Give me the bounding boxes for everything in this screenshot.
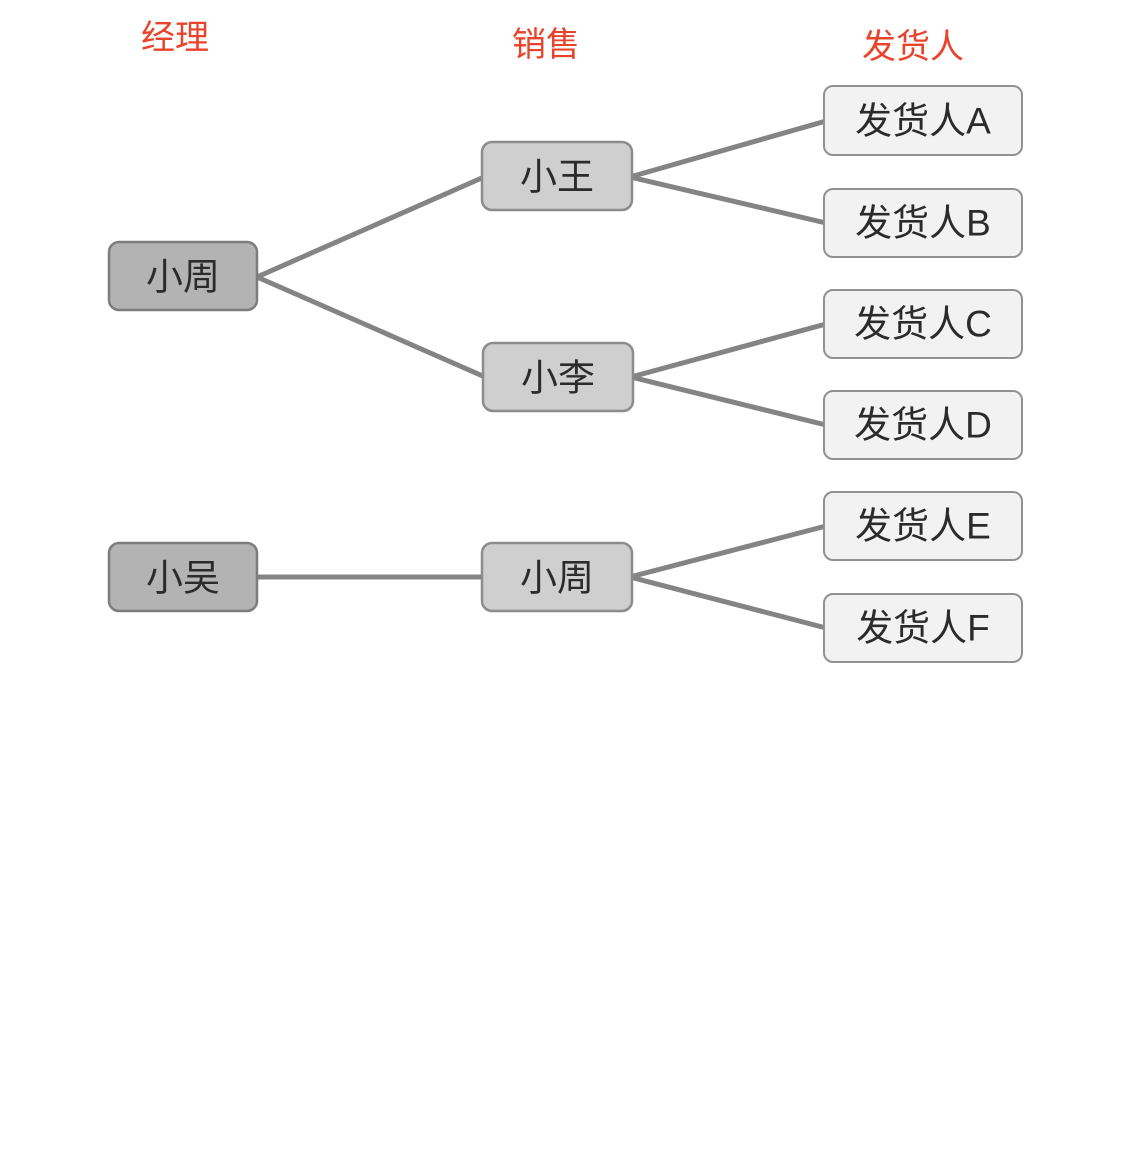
node-box: [823, 289, 1023, 359]
node-label: 发货人D: [854, 405, 992, 446]
node-manager-xiaozhou: 小周: [107, 240, 259, 312]
edge-managerzhou-salesli: [254, 274, 488, 380]
edge-saleszhou-shippere: [627, 523, 829, 580]
node-label: 小吴: [146, 558, 220, 599]
column-header-manager: 经理: [141, 19, 209, 57]
node-box: [823, 593, 1023, 663]
node-box: [107, 541, 259, 613]
node-box: [823, 85, 1023, 156]
node-box: [481, 341, 635, 413]
column-header-shipper: 发货人: [862, 28, 964, 66]
node-shipper-c: 发货人C: [823, 289, 1023, 359]
node-box: [823, 188, 1023, 258]
node-box: [480, 541, 634, 613]
node-manager-xiaowu: 小吴: [107, 541, 259, 613]
node-shipper-f: 发货人F: [823, 593, 1023, 663]
node-label: 小王: [520, 157, 594, 198]
node-box: [107, 240, 259, 312]
edge-salesli-shipperd: [628, 374, 829, 428]
node-sales-xiaoli: 小李: [481, 341, 635, 413]
node-sales-xiaowang: 小王: [480, 140, 634, 212]
node-sales-xiaozhou: 小周: [480, 541, 634, 613]
edge-saleswang-shipperb: [627, 174, 829, 226]
node-label: 小李: [521, 358, 595, 399]
node-shipper-e: 发货人E: [823, 491, 1023, 561]
node-box: [823, 491, 1023, 561]
node-label: 发货人B: [855, 203, 991, 244]
edge-managerzhou-saleswang: [254, 174, 487, 280]
node-box: [823, 390, 1023, 460]
node-shipper-b: 发货人B: [823, 188, 1023, 258]
edge-saleswang-shippera: [627, 118, 829, 180]
node-label: 发货人A: [855, 101, 991, 142]
node-label: 小周: [146, 257, 220, 298]
node-label: 发货人E: [855, 506, 991, 547]
edge-salesli-shipperc: [628, 321, 829, 380]
node-label: 发货人C: [854, 304, 992, 345]
node-label: 小周: [520, 558, 594, 599]
node-shipper-a: 发货人A: [823, 85, 1023, 156]
node-label: 发货人F: [856, 608, 990, 649]
edge-saleszhou-shipperf: [627, 574, 829, 631]
column-header-sales: 销售: [512, 26, 580, 64]
node-shipper-d: 发货人D: [823, 390, 1023, 460]
node-box: [480, 140, 634, 212]
